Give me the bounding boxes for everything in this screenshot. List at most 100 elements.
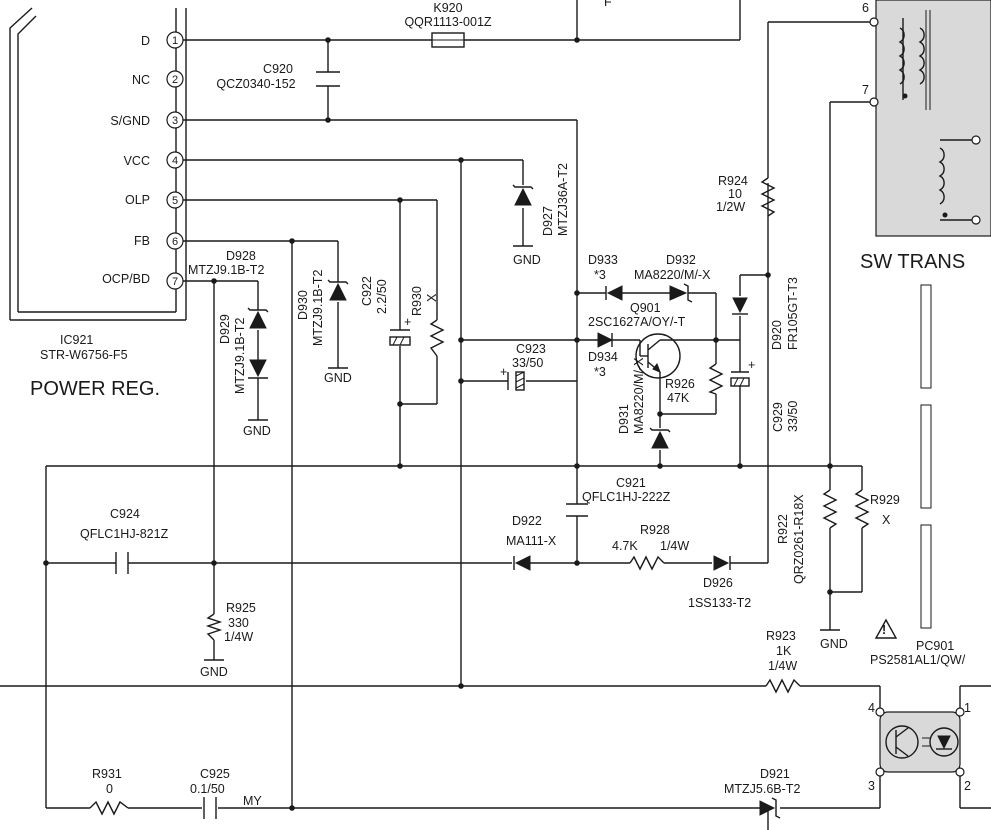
pc901-pin-4: 4: [868, 701, 875, 715]
r930-resistor: R930 X: [410, 286, 445, 357]
c923-capacitor: + C923 33/50: [500, 342, 546, 391]
pin-6-num: 6: [172, 236, 178, 248]
c925-val: 0.1/50: [190, 782, 225, 796]
heatsink-bars: [920, 284, 932, 629]
r925-ref: R925: [226, 601, 256, 615]
pin-7-num: 7: [172, 276, 178, 288]
r924-val1: 10: [728, 187, 742, 201]
d927-gnd: GND: [513, 253, 541, 267]
ic921-title: POWER REG.: [30, 378, 160, 400]
r931-val: 0: [106, 782, 113, 796]
c921-ref: C921: [616, 476, 646, 490]
trans-pin-6: 6: [862, 1, 869, 15]
fragment-label: F: [604, 0, 612, 9]
r931-ref: R931: [92, 767, 122, 781]
d931-zener: D931 MA8220/M/-X: [617, 357, 671, 449]
c922-val: 2.2/50: [375, 279, 389, 314]
r925-val1: 330: [228, 616, 249, 630]
d930-gnd: GND: [324, 371, 352, 385]
d930-part: MTZJ9.1B-T2: [311, 270, 325, 346]
r922-gnd: GND: [820, 637, 848, 651]
r926-val: 47K: [667, 391, 690, 405]
c924-part: QFLC1HJ-821Z: [80, 527, 169, 541]
d930-ref: D930: [296, 290, 310, 320]
svg-text:!: !: [882, 623, 886, 637]
d931-part: MA8220/M/-X: [632, 357, 646, 434]
c922-ref: C922: [360, 276, 374, 306]
d932-ref: D932: [666, 253, 696, 267]
d921-ref: D921: [760, 767, 790, 781]
r925-val2: 1/4W: [224, 630, 253, 644]
k920-fuse: K920 QQR1113-001Z: [404, 1, 492, 48]
pc901-ref: PC901: [916, 639, 954, 653]
d926-diode: D926 1SS133-T2: [688, 555, 751, 610]
pin-4-num: 4: [172, 155, 178, 167]
k920-ref: K920: [433, 1, 462, 15]
r923-val1: 1K: [776, 644, 792, 658]
pc901-pin-3: 3: [868, 779, 875, 793]
pin-ocpbd-label: OCP/BD: [102, 272, 150, 286]
pc901-pin-2: 2: [964, 779, 971, 793]
d934-diode: D934 *3: [588, 332, 618, 379]
d922-diode: D922 MA111-X: [506, 514, 557, 571]
d934-note: *3: [594, 365, 606, 379]
r925-resistor: R925 330 1/4W GND: [200, 601, 256, 679]
d926-ref: D926: [703, 576, 733, 590]
c920-capacitor: C920 QCZ0340-152: [216, 62, 340, 91]
d921-part: MTZJ5.6B-T2: [724, 782, 800, 796]
r922-ref: R922: [776, 514, 790, 544]
d921-zener: D921 MTZJ5.6B-T2: [724, 767, 800, 819]
r929-resistor: R929 X: [854, 489, 900, 529]
sw-transformer: 6 7 SW TRANS: [860, 0, 991, 273]
d922-part: MA111-X: [506, 534, 557, 548]
c921-capacitor: C921 QFLC1HJ-222Z: [566, 476, 671, 517]
d928-part: MTZJ9.1B-T2: [188, 263, 264, 277]
d933-diode: D933 *3: [588, 253, 623, 301]
ic921-part: STR-W6756-F5: [40, 348, 128, 362]
pin-fb-label: FB: [134, 234, 150, 248]
pin-nc-label: NC: [132, 73, 150, 87]
pin-vcc-label: VCC: [124, 154, 150, 168]
r926-resistor: R926 47K: [665, 363, 724, 405]
r924-val2: 1/2W: [716, 200, 745, 214]
c925-net: MY: [243, 794, 262, 808]
r929-val: X: [882, 513, 891, 527]
r922-resistor: R922 QRZ0261-R18X GND: [776, 489, 848, 651]
r925-gnd: GND: [200, 665, 228, 679]
pc901-optocoupler: ! PC901 PS2581AL1/QW/ 4 3 1 2: [868, 618, 971, 793]
r924-resistor: R924 10 1/2W: [716, 174, 776, 217]
c923-plus: +: [500, 365, 507, 379]
d933-ref: D933: [588, 253, 618, 267]
q901-ref: Q901: [630, 301, 661, 315]
d928-ref: D928: [226, 249, 256, 263]
r928-ref: R928: [640, 523, 670, 537]
r922-part: QRZ0261-R18X: [792, 494, 806, 584]
pin-1-num: 1: [172, 35, 178, 47]
c923-val: 33/50: [512, 356, 543, 370]
d926-part: 1SS133-T2: [688, 596, 751, 610]
c929-plus: +: [748, 358, 755, 372]
pin-2-num: 2: [172, 74, 178, 86]
c923-ref: C923: [516, 342, 546, 356]
sw-trans-title: SW TRANS: [860, 251, 965, 273]
junctions: [43, 37, 833, 811]
d928-zener: D928 MTZJ9.1B-T2: [188, 249, 269, 329]
trans-pin-7: 7: [862, 83, 869, 97]
r923-ref: R923: [766, 629, 796, 643]
d929-part: MTZJ9.1B-T2: [233, 318, 247, 394]
c924-ref: C924: [110, 507, 140, 521]
pin-olp-label: OLP: [125, 193, 150, 207]
d927-ref: D927: [541, 206, 555, 236]
d932-zener: D932 MA8220/M/-X: [634, 253, 711, 303]
r928-val1: 4.7K: [612, 539, 638, 553]
c925-capacitor: C925 0.1/50 MY: [190, 767, 262, 819]
r929-ref: R929: [870, 493, 900, 507]
c921-part: QFLC1HJ-222Z: [582, 490, 671, 504]
q901-part: 2SC1627A/OY/-T: [588, 315, 686, 329]
c920-part: QCZ0340-152: [216, 77, 295, 91]
d927-zener: D927 MTZJ36A-T2 GND: [512, 163, 570, 267]
d933-note: *3: [594, 268, 606, 282]
d920-ref: D920: [770, 320, 784, 350]
r928-resistor: R928 4.7K 1/4W: [612, 523, 689, 571]
